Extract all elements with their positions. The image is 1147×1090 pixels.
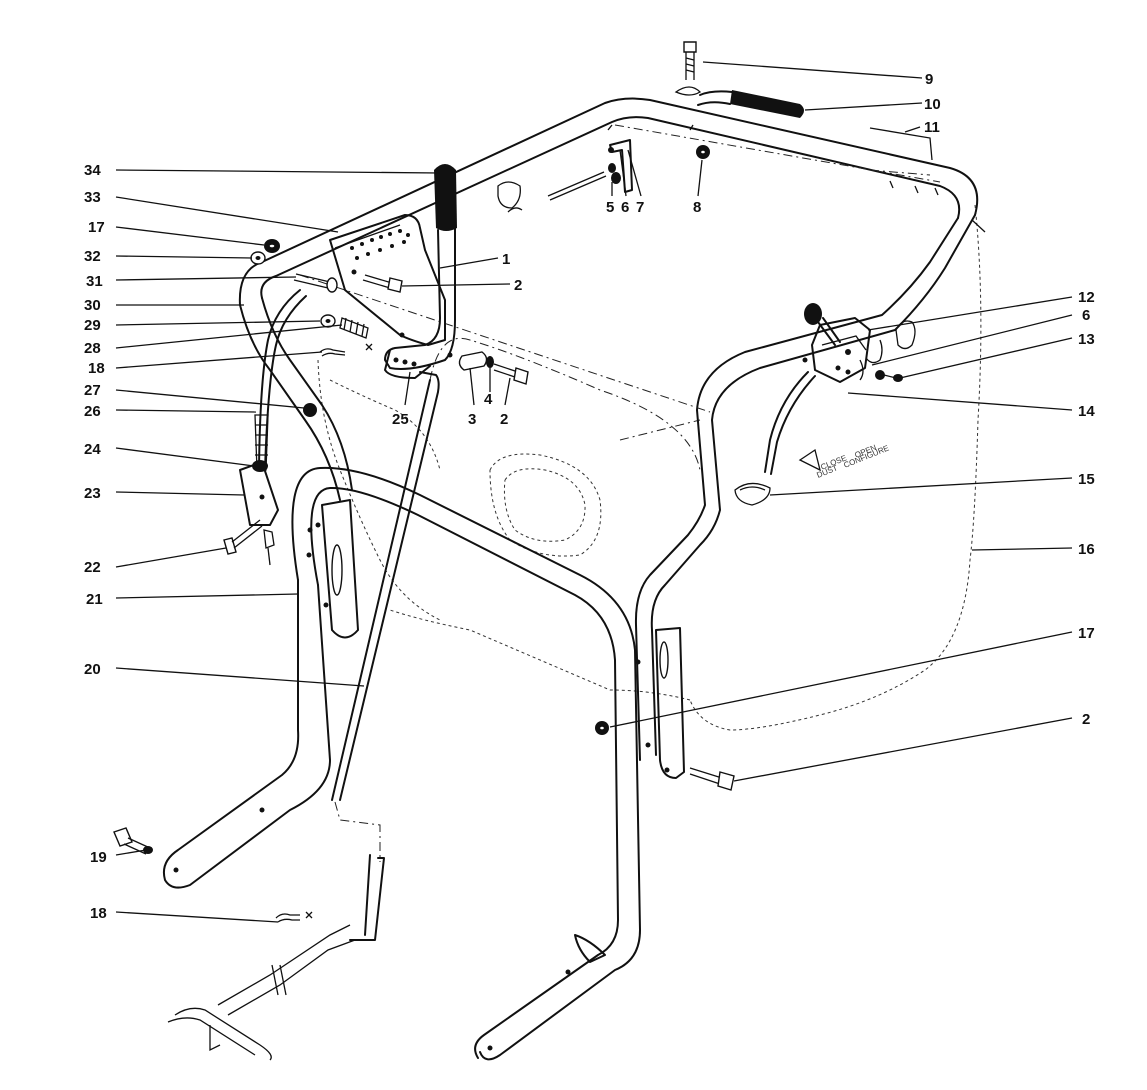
label-31: 31 — [86, 273, 103, 290]
label-16: 16 — [1078, 541, 1095, 558]
bolt-part-9 — [674, 41, 702, 96]
label-10: 10 — [924, 96, 941, 113]
label-15: 15 — [1078, 471, 1095, 488]
washer-part-32 — [250, 251, 266, 265]
label-17-upper: 17 — [88, 219, 105, 236]
nut-part-8 — [696, 145, 710, 159]
screw-part-13 — [875, 370, 903, 382]
label-29: 29 — [84, 317, 101, 334]
cotter-pin-18-upper — [319, 343, 373, 357]
label-6-lower: 6 — [1082, 307, 1090, 324]
nut-part-17-upper — [264, 239, 280, 253]
switch-assembly-12 — [764, 303, 871, 475]
label-28: 28 — [84, 340, 101, 357]
label-5: 5 — [606, 199, 614, 216]
label-19: 19 — [90, 849, 107, 866]
label-8: 8 — [693, 199, 701, 216]
label-4: 4 — [484, 391, 493, 408]
label-24: 24 — [84, 441, 101, 458]
bag-decal: CLOSE OPEN DUST CONFIGURE — [798, 320, 916, 480]
spring-part-28 — [339, 317, 369, 339]
label-18-upper: 18 — [88, 360, 105, 377]
label-32: 32 — [84, 248, 101, 265]
label-22: 22 — [84, 559, 101, 576]
cotter-pin-18-lower — [275, 911, 313, 923]
label-23: 23 — [84, 485, 101, 502]
grip-part-10 — [697, 90, 804, 118]
top-rod — [497, 171, 607, 213]
label-26: 26 — [84, 403, 101, 420]
label-33: 33 — [84, 189, 101, 206]
label-7: 7 — [636, 199, 644, 216]
bolt-part-19 — [113, 827, 153, 855]
cover-part-11 — [869, 127, 933, 161]
washer-part-29 — [320, 314, 336, 328]
label-9: 9 — [925, 71, 933, 88]
upper-handle-frame — [238, 97, 979, 779]
bolt-part-31 — [293, 273, 338, 293]
cable-part-26 — [254, 289, 307, 471]
label-2-upper: 2 — [514, 277, 522, 294]
label-12: 12 — [1078, 289, 1095, 306]
grass-bag — [317, 204, 986, 731]
bolt-part-22 — [223, 519, 275, 566]
spacer-part-3 — [458, 351, 488, 371]
label-17-lower: 17 — [1078, 625, 1095, 642]
label-21: 21 — [86, 591, 103, 608]
lower-handle-assembly — [162, 466, 651, 1061]
label-13: 13 — [1078, 331, 1095, 348]
label-27: 27 — [84, 382, 101, 399]
label-11: 11 — [924, 119, 940, 136]
leader-lines — [115, 61, 1073, 923]
control-rod — [167, 371, 440, 1061]
label-18-lower: 18 — [90, 905, 107, 922]
label-2-middle: 2 — [500, 411, 508, 428]
control-bracket — [329, 164, 457, 379]
clamp-part-15 — [734, 482, 771, 506]
label-6-upper: 6 — [621, 199, 629, 216]
bolt-part-2-middle — [493, 363, 529, 385]
label-20: 20 — [84, 661, 101, 678]
label-1: 1 — [502, 251, 510, 268]
label-30: 30 — [84, 297, 101, 314]
nut-part-17-lower — [595, 721, 609, 735]
label-34: 34 — [84, 162, 101, 179]
label-2-lower: 2 — [1082, 711, 1090, 728]
part-labels: 9 10 11 34 33 17 32 31 30 29 28 18 27 26… — [84, 71, 1095, 922]
label-25: 25 — [392, 411, 409, 428]
bolt-part-2-lower — [689, 767, 735, 791]
label-3: 3 — [468, 411, 476, 428]
nut-part-27 — [303, 403, 317, 417]
label-14: 14 — [1078, 403, 1095, 420]
cable-bracket-23 — [239, 460, 279, 526]
bolt-part-2-upper — [362, 274, 403, 293]
lock-part-4 — [486, 356, 494, 368]
